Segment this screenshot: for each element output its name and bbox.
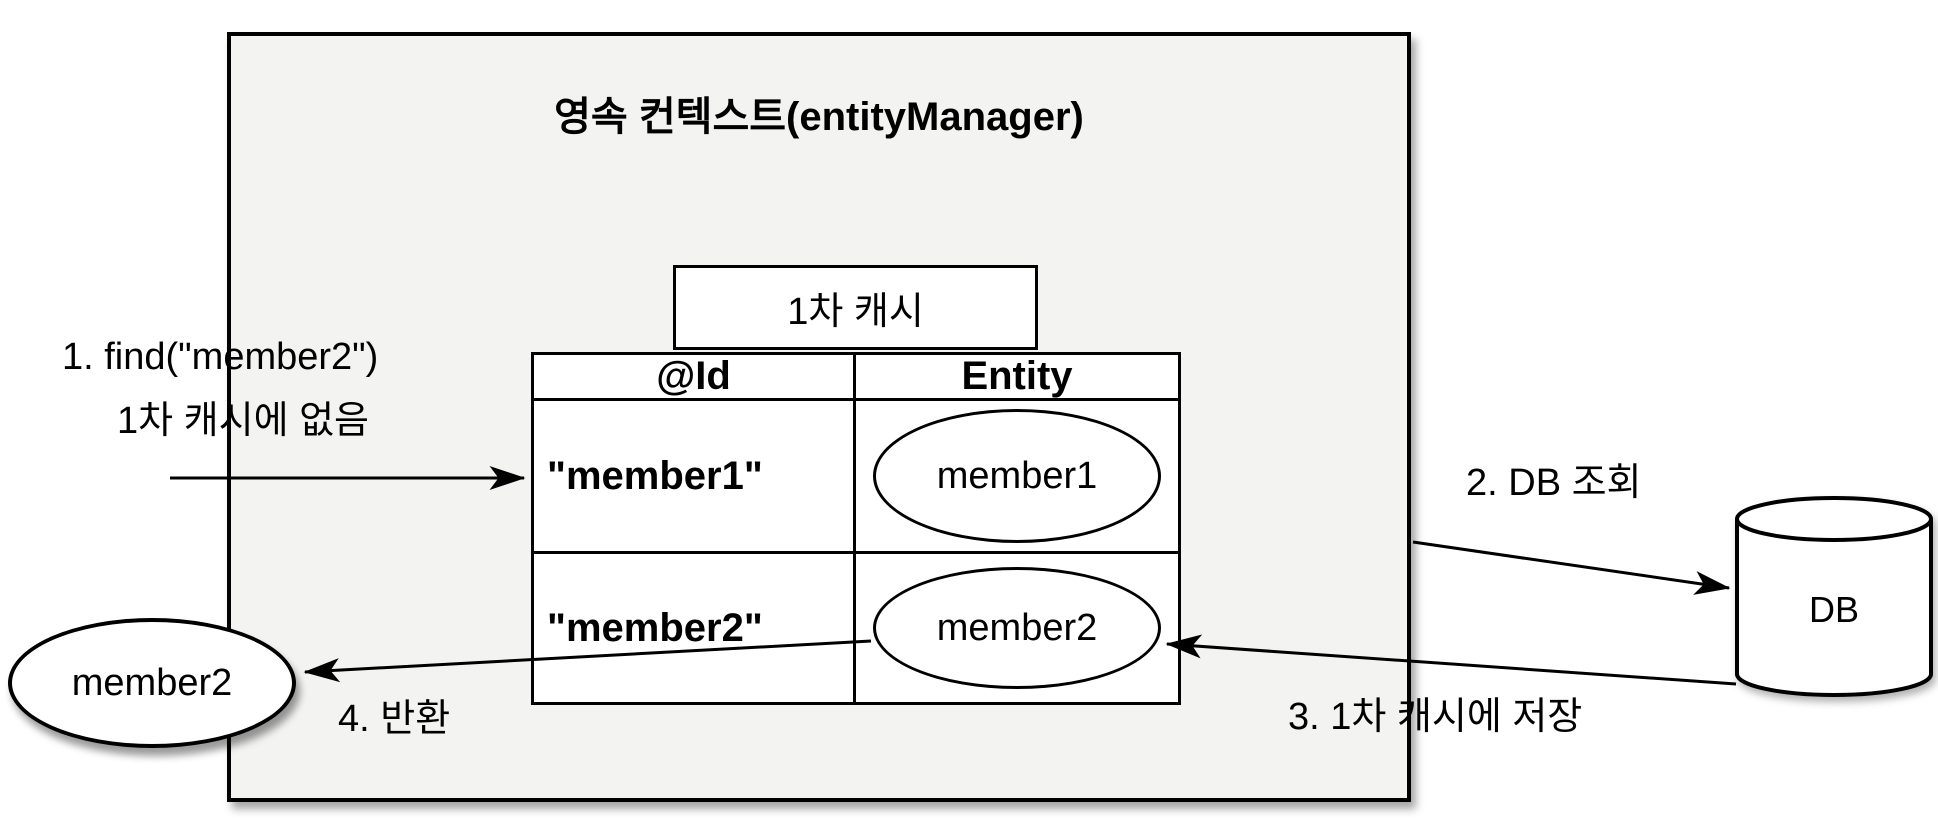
step3-store-in-cache-label: 3. 1차 캐시에 저장 (1288, 696, 1583, 738)
table-cell-id-member2: "member2" (534, 554, 856, 702)
table-header-entity: Entity (856, 354, 1178, 401)
returned-entity-ellipse: member2 (8, 618, 296, 748)
table-header-id: @Id (534, 354, 856, 401)
cache-table: @Id Entity "member1" member1 "member2" m… (531, 352, 1181, 705)
database-label: DB (1808, 589, 1859, 630)
persistence-context-title: 영속 컨텍스트(entityManager) (554, 95, 1084, 139)
entity-label-member2: member2 (936, 606, 1098, 649)
entity-ellipse-member2: member2 (873, 567, 1161, 689)
arrow-step2-db-query (1412, 540, 1731, 595)
database-cylinder-icon (1735, 496, 1933, 697)
returned-entity-label: member2 (71, 661, 233, 704)
entity-label-member1: member1 (936, 454, 1098, 497)
table-cell-entity-member1: member1 (856, 401, 1178, 554)
table-cell-id-member1: "member1" (534, 401, 856, 554)
first-level-cache-label: 1차 캐시 (787, 291, 924, 333)
table-cell-entity-member2: member2 (856, 554, 1178, 702)
entity-ellipse-member1: member1 (873, 409, 1161, 543)
step2-db-query-label: 2. DB 조회 (1466, 462, 1642, 504)
step1-cache-miss-label: 1차 캐시에 없음 (117, 400, 370, 442)
step4-return-label: 4. 반환 (338, 698, 451, 740)
first-level-cache-box: 1차 캐시 (673, 265, 1038, 350)
step1-find-label: 1. find("member2") (62, 336, 379, 378)
